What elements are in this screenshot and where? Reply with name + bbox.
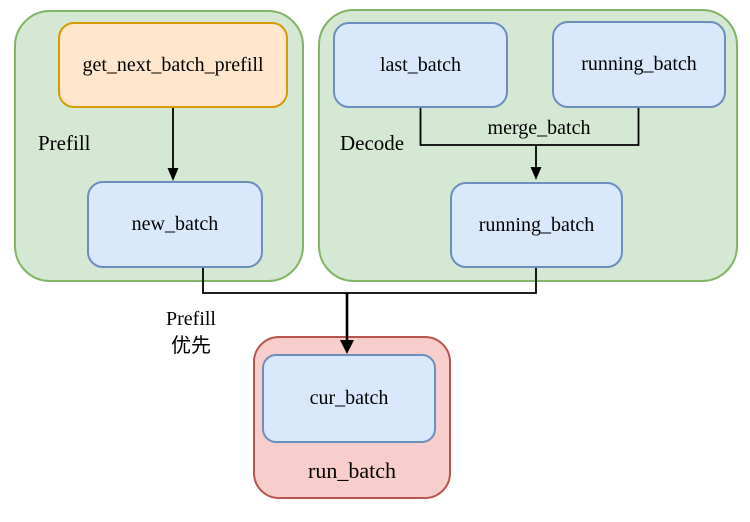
run-batch-group-label: run_batch (308, 458, 396, 483)
node-new-batch-label: new_batch (131, 213, 219, 235)
prefill-priority-note: Prefill 优先 (141, 306, 241, 360)
prefill-group-label: Prefill (38, 131, 91, 155)
merge-batch-edge-label: merge_batch (487, 117, 591, 139)
node-cur-batch-label: cur_batch (309, 387, 389, 409)
node-running-batch-merged: running_batch (450, 182, 623, 268)
node-cur-batch: cur_batch (262, 354, 436, 443)
node-running-batch-merged-label: running_batch (478, 213, 595, 236)
node-get-next-batch-prefill: get_next_batch_prefill (58, 22, 288, 108)
decode-group-label: Decode (340, 131, 405, 155)
prefill-priority-note-line2: 优先 (171, 335, 211, 357)
node-last-batch: last_batch (333, 22, 508, 108)
node-running-batch-top: running_batch (552, 21, 726, 108)
prefill-priority-note-line1: Prefill (166, 308, 216, 330)
node-running-batch-top-label: running_batch (581, 53, 697, 75)
node-new-batch: new_batch (87, 181, 263, 268)
node-get-next-batch-prefill-label: get_next_batch_prefill (82, 53, 264, 76)
node-last-batch-label: last_batch (379, 53, 462, 76)
